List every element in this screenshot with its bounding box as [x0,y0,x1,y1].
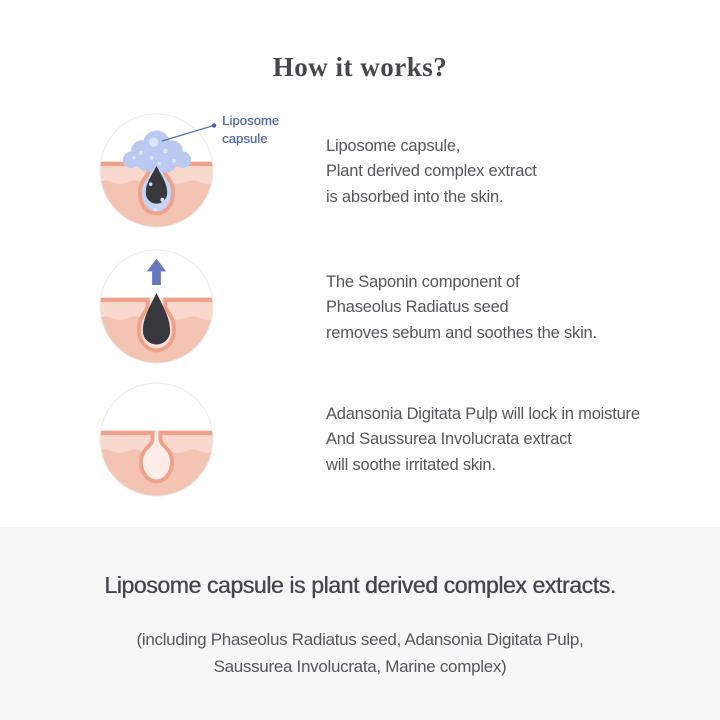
bubble-highlight [149,155,154,160]
step3-line3: will soothe irritated skin. [326,455,496,474]
liposome-capsule-label: Liposome capsule [222,112,279,147]
bubble-highlight [148,137,159,147]
liposome-capsule-label-line1: Liposome [222,113,280,128]
summary-panel: Liposome capsule is plant derived comple… [0,527,720,720]
bubble-highlight [172,158,176,163]
bubble-highlight [162,148,168,154]
leader-line-icon [161,123,217,142]
step3-line1: Adansonia Digitata Pulp will lock in moi… [326,405,640,423]
page-title: How it works? [272,52,448,82]
bubble-highlight [132,156,136,160]
step1-line2: Plant derived complex extract [326,162,537,181]
bubble-highlight [157,161,162,166]
pore-sebum-removal-icon [99,249,214,364]
step1-illustration [98,112,215,229]
step2-line2: Phaseolus Radiatus seed [326,298,509,317]
pore-liposome-absorption-icon [99,113,214,228]
capsule-particle [160,197,165,202]
clean-pore-icon [99,382,214,497]
step3-description: Adansonia Digitata Pulp will lock in moi… [326,402,640,478]
capsule-particle [153,207,158,212]
capsule-particle [148,182,153,186]
summary-subtext: (including Phaseolus Radiatus seed, Adan… [0,627,720,680]
pore-icon [138,430,175,484]
step1-line1: Liposome capsule, [326,137,461,155]
step1-line3: is absorbed into the skin. [326,187,504,206]
summary-subtext-line1: (including Phaseolus Radiatus seed, Adan… [136,630,584,649]
liposome-capsule-label-line2: capsule [222,130,268,146]
step1-description: Liposome capsule, Plant derived complex … [326,134,537,210]
sebum-icon [142,292,171,345]
step2-line1: The Saponin component of [326,273,520,291]
sebum-icon [145,165,168,204]
up-arrow-icon [146,258,167,286]
step2-line3: removes sebum and soothes the skin. [326,323,597,342]
step2-illustration [98,248,215,365]
step3-illustration [98,381,215,498]
step2-description: The Saponin component of Phaseolus Radia… [326,270,597,346]
step3-line2: And Saussurea Involucrata extract [326,430,572,449]
summary-subtext-line2: Saussurea Involucrata, Marine complex) [213,656,507,676]
bubble-highlight [138,151,143,155]
summary-heading: Liposome capsule is plant derived comple… [104,572,616,598]
